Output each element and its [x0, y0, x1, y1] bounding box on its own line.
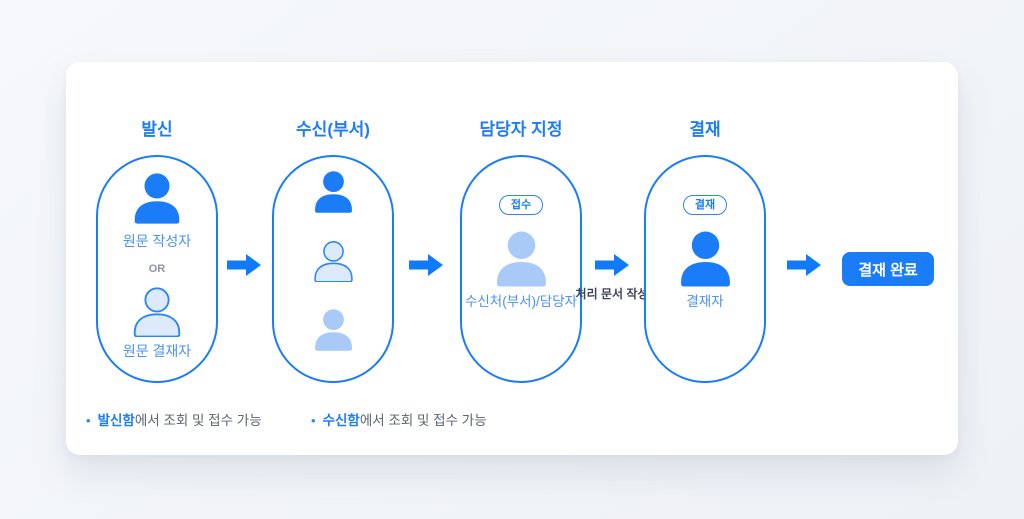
- stage-receive-title: 수신(부서): [296, 120, 370, 139]
- stage-receive: 수신(부서): [272, 120, 394, 383]
- stage-approval: 결재 결재 결재자: [644, 120, 766, 383]
- note-outbox-strong: 발신함: [97, 413, 135, 428]
- note-outbox-rest: 에서 조회 및 접수 가능: [134, 413, 262, 428]
- sender-approver-label: 원문 결재자: [122, 343, 192, 359]
- stage-assign: 담당자 지정 접수 수신처(부서)/담당자: [460, 120, 582, 383]
- arrow-right-icon: [595, 254, 629, 276]
- person-filled-icon: [677, 231, 734, 287]
- diagram-card: 발신 원문 작성자 OR 원문 결재자 수신(부서): [66, 62, 958, 455]
- person-outline-icon: [312, 240, 355, 283]
- note-outbox: • 발신함에서 조회 및 접수 가능: [86, 409, 262, 429]
- approval-complete-button: 결재 완료: [842, 252, 934, 286]
- arrow-right-icon: [409, 254, 443, 276]
- arrow-right-icon: [787, 254, 821, 276]
- approval-badge: 결재: [682, 195, 728, 215]
- stage-assign-pill: 접수 수신처(부서)/담당자: [460, 155, 582, 383]
- stage-send: 발신 원문 작성자 OR 원문 결재자: [96, 120, 218, 383]
- note-inbox-rest: 에서 조회 및 접수 가능: [359, 413, 487, 428]
- stage-approval-title: 결재: [689, 120, 721, 139]
- bullet-icon: •: [86, 413, 91, 428]
- or-label: OR: [148, 263, 166, 275]
- process-document-caption: 처리 문서 작성: [575, 287, 649, 301]
- arrow-right-icon: [227, 254, 261, 276]
- stage-send-title: 발신: [141, 120, 173, 139]
- stage-assign-title: 담당자 지정: [479, 120, 563, 139]
- note-inbox-strong: 수신함: [322, 413, 360, 428]
- bullet-icon: •: [311, 413, 316, 428]
- person-light-icon: [312, 309, 355, 351]
- person-light-icon: [493, 231, 550, 287]
- person-filled-icon: [131, 173, 183, 224]
- note-inbox: • 수신함에서 조회 및 접수 가능: [311, 409, 487, 429]
- stage-send-pill: 원문 작성자 OR 원문 결재자: [96, 155, 218, 383]
- approver-label: 결재자: [686, 294, 724, 309]
- sender-author-label: 원문 작성자: [122, 233, 192, 249]
- person-filled-icon: [312, 171, 355, 213]
- stage-receive-pill: [272, 155, 394, 383]
- receipt-badge: 접수: [498, 195, 544, 215]
- assignee-label: 수신처(부서)/담당자: [464, 294, 578, 309]
- person-outline-icon: [131, 286, 183, 338]
- stage-approval-pill: 결재 결재자: [644, 155, 766, 383]
